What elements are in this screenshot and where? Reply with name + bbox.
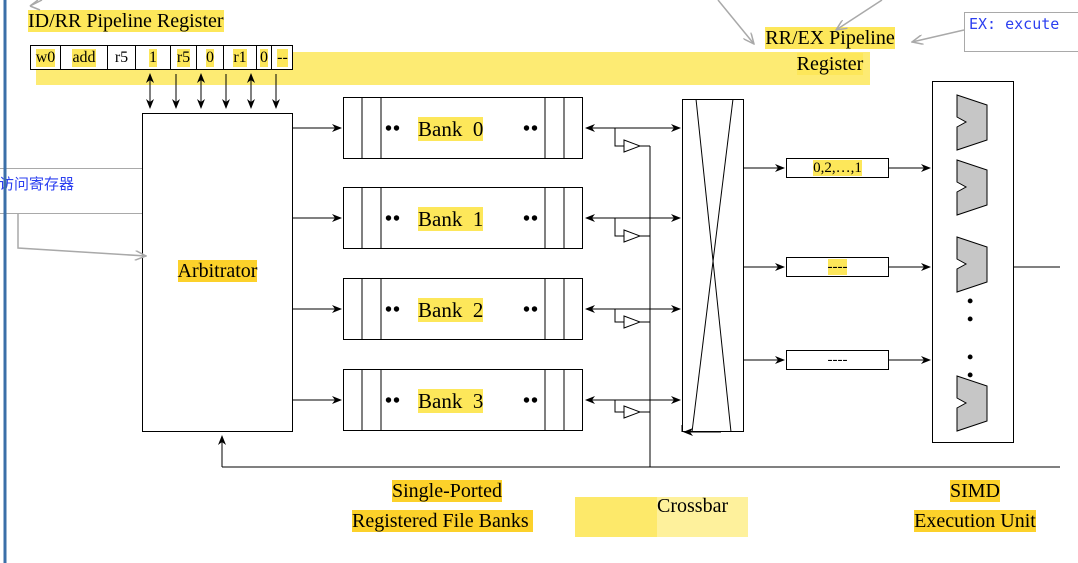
banks-caption: Single-Ported Registered File Banks [352, 480, 652, 532]
bank-dots: •• [523, 390, 540, 412]
rr-ex-register-label: RR/EX Pipeline Register [765, 27, 895, 75]
reg-field: w0 [30, 46, 60, 70]
bank-dots: •• [523, 208, 540, 230]
writeback-bus [218, 146, 1060, 468]
reg-field: r1 [223, 46, 256, 70]
alu-icon [956, 159, 988, 216]
simd-vdots: •• [967, 291, 974, 329]
alu-icon [956, 375, 988, 432]
alu-icon [956, 236, 988, 293]
reg-field: -- [271, 46, 293, 70]
id-rr-register-title: ID/RR Pipeline Register [28, 10, 224, 32]
ex-annotation: EX: excute [964, 12, 1078, 52]
reg-field: 0 [256, 46, 271, 70]
bank-dots: •• [385, 208, 402, 230]
reg-field: add [60, 46, 107, 70]
bank-dots: •• [385, 299, 402, 321]
bank-dots: •• [523, 118, 540, 140]
id-rr-register: w0 add r5 1 r5 0 r1 0 -- [30, 45, 293, 70]
simd-caption: SIMD Execution Unit [914, 480, 1036, 532]
bank-1-label: Bank 1 [418, 207, 484, 231]
arbitrator-label: Arbitrator [177, 260, 258, 282]
write-back-buffers [614, 128, 650, 419]
bank-box [343, 187, 583, 249]
crossbar-lines [681, 98, 734, 436]
alu-shapes [956, 94, 988, 432]
collector-buffer: ---- [786, 350, 889, 370]
annotation-arrows [17, 0, 965, 256]
simd-vdots: •• [967, 347, 974, 385]
bank-dots: •• [385, 390, 402, 412]
bank-crossbar-arrows [585, 124, 681, 404]
bank-2-label: Bank 2 [418, 298, 484, 322]
reg-field: 1 [135, 46, 170, 70]
bank-dots: •• [385, 118, 402, 140]
reg-field: r5 [107, 46, 135, 70]
bank-0-label: Bank 0 [418, 117, 484, 141]
reg-field: r5 [170, 46, 196, 70]
register-to-arbitrator-arrows [146, 73, 280, 109]
banks-caption-band [575, 497, 657, 537]
alu-icon [956, 94, 988, 151]
reg-field: 0 [196, 46, 223, 70]
crossbar-to-buffer-arrows [744, 164, 1060, 364]
bank-dots: •• [523, 299, 540, 321]
bank-internal-lines [361, 97, 565, 431]
crossbar-caption-band [657, 497, 748, 537]
bank-3-label: Bank 3 [418, 389, 484, 413]
crossbar-caption: Crossbar [657, 495, 729, 517]
collector-buffer: 0,2,…,1 [786, 158, 889, 178]
arbitrator-to-bank-arrows [293, 124, 342, 404]
collector-buffer: ---- [786, 257, 889, 277]
